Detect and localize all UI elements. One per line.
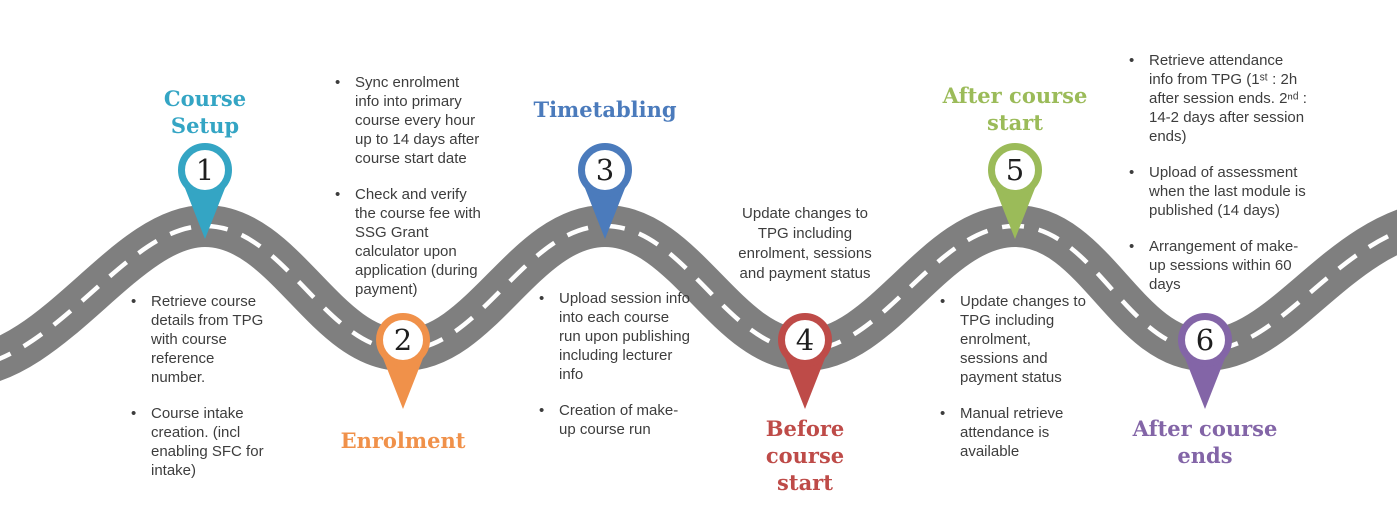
milestone-bullets: Retrieve course details from TPG with co… [129,292,271,480]
pin-number: 3 [595,152,615,187]
milestone-bullets: Upload session info into each course run… [537,289,692,439]
bullet-item: Creation of make-up course run [537,401,692,439]
bullet-item: Upload session info into each course run… [537,289,692,384]
milestone-title: Before course start [765,416,845,495]
pin-circle: 2 [376,313,430,367]
pin-circle: 5 [988,143,1042,197]
location-pin-icon: 6 [1178,313,1232,435]
milestone-bullets: Sync enrolment info into primary course … [333,73,485,299]
pin-number: 2 [393,322,413,357]
pin-number: 6 [1195,322,1215,357]
pin-circle: 6 [1178,313,1232,367]
pin-circle: 3 [578,143,632,197]
milestone-bullets: Retrieve attendance info from TPG (1ˢᵗ :… [1127,51,1307,294]
bullet-item: Sync enrolment info into primary course … [333,73,485,168]
milestone-bullets: Update changes to TPG including enrolmen… [938,292,1090,461]
pin-number: 1 [195,152,215,187]
bullet-item: Upload of assessment when the last modul… [1127,163,1307,220]
bullet-item: Update changes to TPG including enrolmen… [938,292,1090,387]
location-pin-icon: 3 [578,143,632,265]
location-pin-icon: 4 [778,313,832,435]
milestone-title: Timetabling [533,97,677,122]
milestone-title: After course ends [1132,416,1278,468]
pin-number: 4 [795,322,815,357]
milestone-title: Course Setup [163,86,247,138]
pin-circle: 4 [778,313,832,367]
bullet-item: Course intake creation. (incl enabling S… [129,404,271,480]
milestone-title: After course start [942,83,1088,135]
bullet-item: Retrieve course details from TPG with co… [129,292,271,387]
location-pin-icon: 1 [178,143,232,265]
bullet-item: Manual retrieve attendance is available [938,404,1090,461]
location-pin-icon: 2 [376,313,430,435]
bullet-item: Retrieve attendance info from TPG (1ˢᵗ :… [1127,51,1307,146]
bullet-item: Arrangement of make-up sessions within 6… [1127,237,1307,294]
bullet-item: Check and verify the course fee with SSG… [333,185,485,299]
milestone-note: Update changes to TPG including enrolmen… [738,205,872,282]
milestone-title: Enrolment [340,428,466,453]
road-lane-line [0,223,1397,361]
location-pin-icon: 5 [988,143,1042,265]
pin-circle: 1 [178,143,232,197]
pin-number: 5 [1005,152,1025,187]
